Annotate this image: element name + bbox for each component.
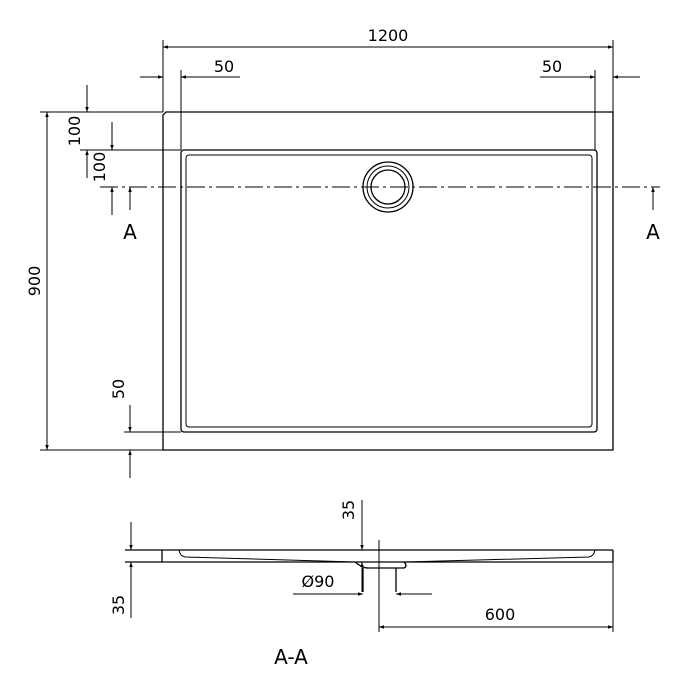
basin-inner <box>185 154 593 428</box>
dim-tray-height: 35 <box>109 595 128 615</box>
section-marker-left: A <box>123 220 137 244</box>
section-marker-right: A <box>646 220 660 244</box>
dim-right-rim: 50 <box>542 57 562 76</box>
plan-view: 1200 50 50 900 100 100 A A 50 <box>25 26 660 478</box>
dim-drain-offset: 100 <box>90 152 109 183</box>
dim-top-rim: 100 <box>65 116 84 147</box>
dim-drain-depth: 35 <box>339 500 358 520</box>
tray-outline <box>162 111 614 451</box>
dim-depth: 900 <box>25 266 44 297</box>
basin-outer <box>180 149 598 433</box>
section-title: A-A <box>274 645 308 669</box>
dim-drain-center: 600 <box>485 605 516 624</box>
section-view: 35 35 Ø90 600 A-A <box>109 500 614 669</box>
dim-left-rim: 50 <box>214 57 234 76</box>
dim-drain-diameter: Ø90 <box>302 572 335 591</box>
dim-width: 1200 <box>368 26 409 45</box>
drain-pipe <box>354 561 407 592</box>
dim-bottom-rim: 50 <box>109 379 128 399</box>
